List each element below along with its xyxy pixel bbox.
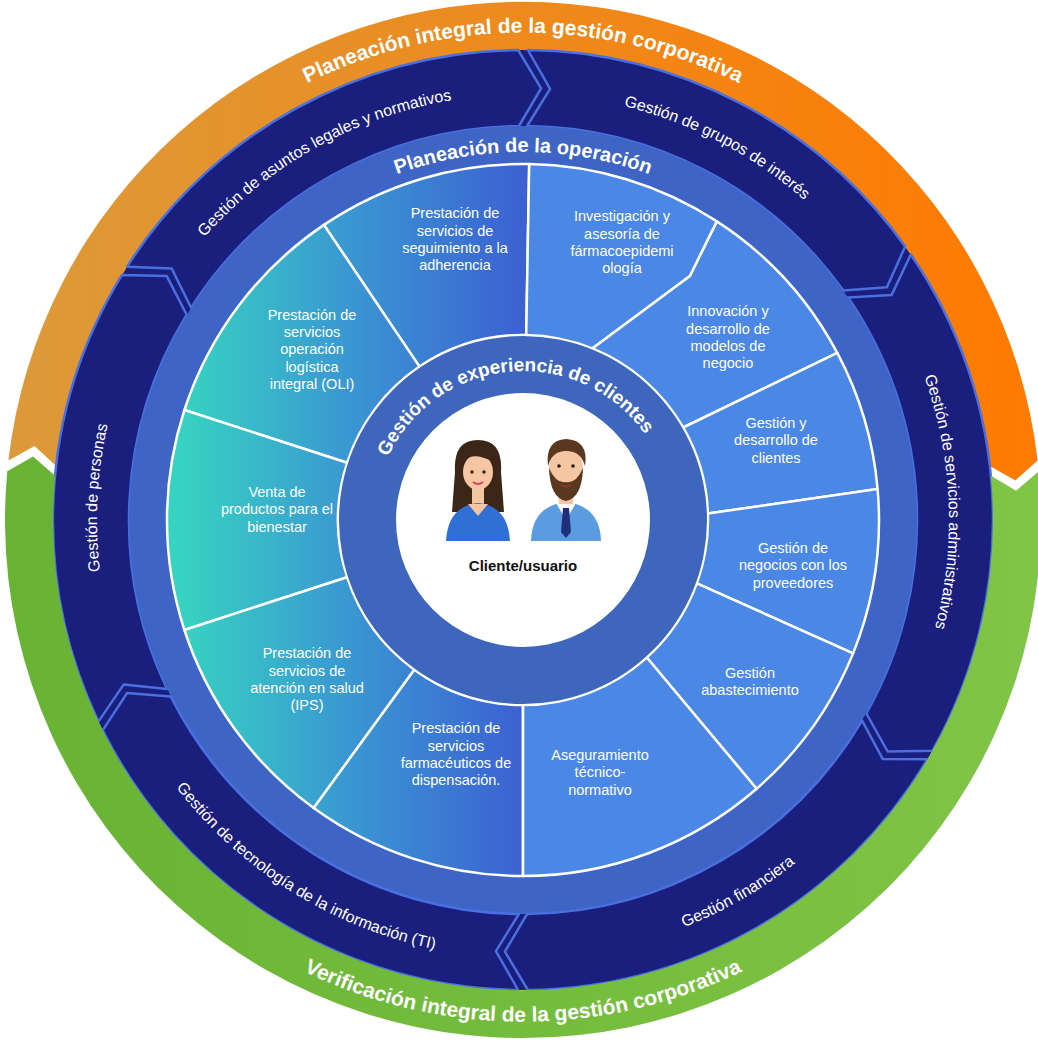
ring-label: Verificación integral de la gestión corp…: [302, 954, 745, 1026]
label-slot: Gestión y desarrollo de clientes: [721, 415, 831, 467]
label-slot: Gestión de negocios con los proveedores: [732, 540, 854, 592]
sector-label: Gestión y desarrollo de clientes: [721, 415, 831, 467]
sector-label: Gestión de negocios con los proveedores: [732, 540, 854, 592]
ring-label-path: Gestión de personas: [83, 422, 111, 573]
text-guide: [21, 485, 1025, 1022]
sector-label: Investigación y asesoría de fármacoepide…: [561, 208, 683, 278]
sector-label: Prestación de servicios de seguimiento a…: [394, 205, 516, 275]
sector-label: Prestación de servicios operación logíst…: [260, 307, 364, 394]
sector-label: Gestión abastecimiento: [695, 665, 805, 700]
label-slot: Venta de productos para el bienestar: [215, 484, 339, 536]
text-guide: [136, 726, 507, 958]
label-slot: Prestación de servicios operación logíst…: [260, 307, 364, 394]
outer-band: [5, 456, 1038, 1038]
sector-label: Prestación de servicios de atención en s…: [243, 645, 371, 715]
ring-label-path: Gestión de servicios administrativos: [921, 372, 963, 631]
label-slot: Gestión abastecimiento: [695, 665, 805, 700]
label-slot: Innovación y desarrollo de modelos de ne…: [672, 303, 784, 373]
ring-label: Gestión de servicios administrativos: [921, 372, 963, 631]
sector-label: Venta de productos para el bienestar: [215, 484, 339, 536]
label-slot: Prestación de servicios de seguimiento a…: [394, 205, 516, 275]
sector-label: Prestación de servicios farmacéuticos de…: [397, 720, 515, 790]
sector-label: Aseguramiento técnico- normativo: [545, 747, 655, 799]
center-circle: [397, 394, 649, 646]
client-illustration: [446, 439, 601, 541]
sector-shape: [683, 353, 877, 514]
sector-label: Innovación y desarrollo de modelos de ne…: [672, 303, 784, 373]
label-slot: Prestación de servicios farmacéuticos de…: [397, 720, 515, 790]
navy-ring: [53, 50, 993, 990]
ring-band-shape: [339, 336, 707, 704]
label-slot: Aseguramiento técnico- normativo: [545, 747, 655, 799]
sector-label: Cliente/usuario: [438, 557, 608, 575]
ring-label-path: Verificación integral de la gestión corp…: [302, 954, 745, 1026]
ring-band-shape: [129, 126, 917, 914]
ring-label: Gestión de personas: [83, 422, 111, 573]
label-slot: Prestación de servicios de atención en s…: [243, 645, 371, 715]
label-slot: Investigación y asesoría de fármacoepide…: [561, 208, 683, 278]
label-slot: Cliente/usuario: [438, 557, 608, 575]
